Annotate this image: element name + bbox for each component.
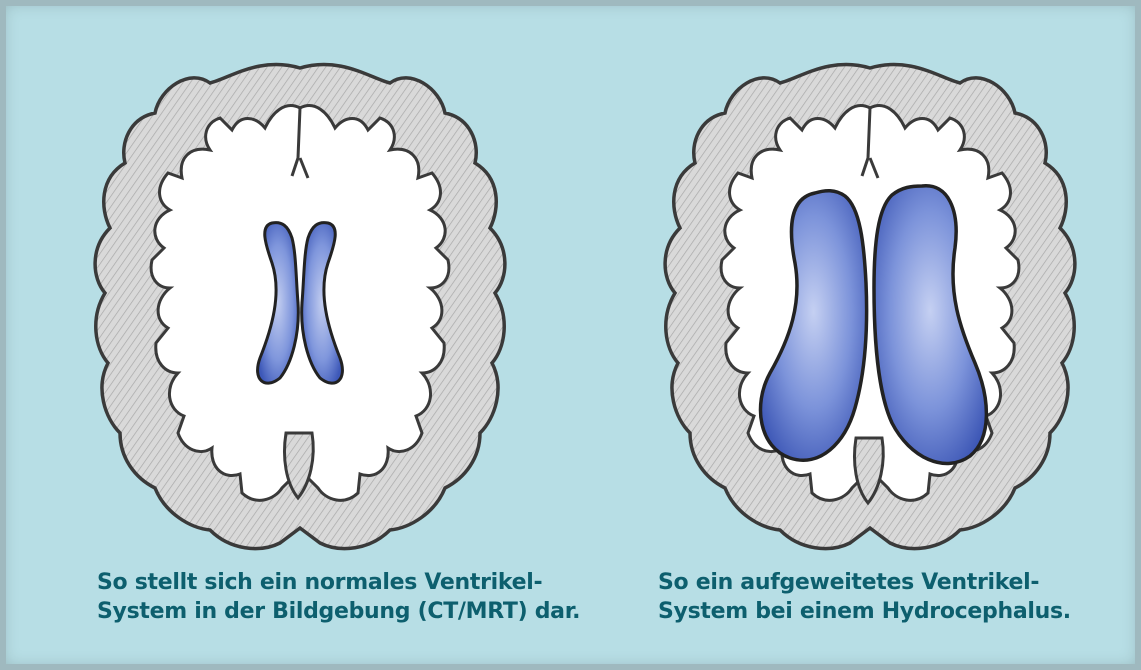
caption-normal: So stellt sich ein normales Ventrikel- S… bbox=[97, 568, 567, 626]
caption-line-2: System in der Bildgebung (CT/MRT) dar. bbox=[97, 597, 567, 626]
normal-brain-illustration bbox=[60, 38, 540, 578]
caption-line-2: System bei einem Hydrocephalus. bbox=[658, 597, 1118, 626]
caption-line-1: So ein aufgeweitetes Ventrikel- bbox=[658, 568, 1118, 597]
caption-line-1: So stellt sich ein normales Ventrikel- bbox=[97, 568, 567, 597]
panel-normal: So stellt sich ein normales Ventrikel- S… bbox=[0, 0, 560, 670]
caption-hydrocephalus: So ein aufgeweitetes Ventrikel- System b… bbox=[658, 568, 1118, 626]
hydrocephalus-brain-illustration bbox=[630, 38, 1110, 578]
panel-hydrocephalus: So ein aufgeweitetes Ventrikel- System b… bbox=[560, 0, 1120, 670]
